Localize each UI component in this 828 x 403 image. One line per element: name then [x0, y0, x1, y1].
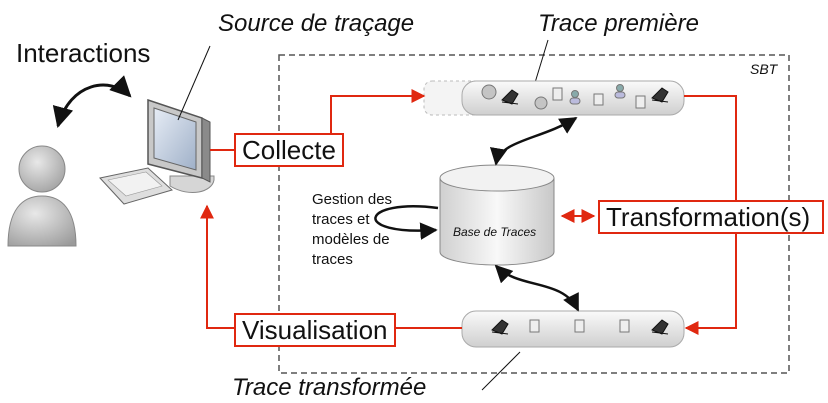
trace-transformee-label: Trace transformée — [232, 374, 427, 401]
transformation-box: Transformation(s) — [598, 200, 824, 234]
circle-icon — [481, 84, 497, 100]
interactions-arrow — [52, 75, 132, 129]
source-label: Source de traçage — [218, 10, 415, 37]
laptop-icon — [501, 89, 519, 105]
trace-premiere-leader — [533, 39, 549, 87]
person-icon — [569, 97, 581, 105]
laptop-icon — [491, 319, 509, 335]
trace-premiere-items — [481, 84, 669, 110]
trace-transformee-items — [491, 319, 669, 335]
circle-icon — [534, 96, 548, 110]
desktop-computer-icon — [99, 98, 215, 205]
trace-premiere-label: Trace première — [538, 10, 699, 37]
document-icon — [574, 319, 585, 333]
laptop-icon — [651, 87, 669, 103]
trace-transformee-leader — [481, 351, 521, 391]
laptop-icon — [651, 319, 669, 335]
base-label: Base de Traces — [453, 225, 537, 239]
document-icon — [635, 95, 646, 109]
person-icon — [614, 91, 626, 99]
document-icon — [529, 319, 540, 333]
document-icon — [593, 93, 604, 106]
interactions-label: Interactions — [16, 38, 151, 68]
visualisation-box: Visualisation — [234, 313, 396, 347]
document-icon — [619, 319, 630, 333]
db-to-trace-transformee-arrow — [494, 264, 580, 312]
source-leader — [177, 45, 211, 121]
sbt-frame — [278, 54, 790, 374]
collecte-box: Collecte — [234, 133, 344, 167]
document-icon — [552, 87, 563, 101]
sbt-label: SBT — [750, 61, 778, 77]
gestion-label: Gestion des traces et modèles de traces — [312, 191, 393, 268]
person-icon — [571, 90, 579, 98]
db-to-trace-premiere-arrow — [489, 116, 578, 166]
user-silhouette-icon — [7, 145, 77, 247]
database-cylinder-icon — [439, 164, 555, 266]
gestion-loop-arrow — [374, 205, 439, 240]
person-icon — [616, 84, 624, 92]
